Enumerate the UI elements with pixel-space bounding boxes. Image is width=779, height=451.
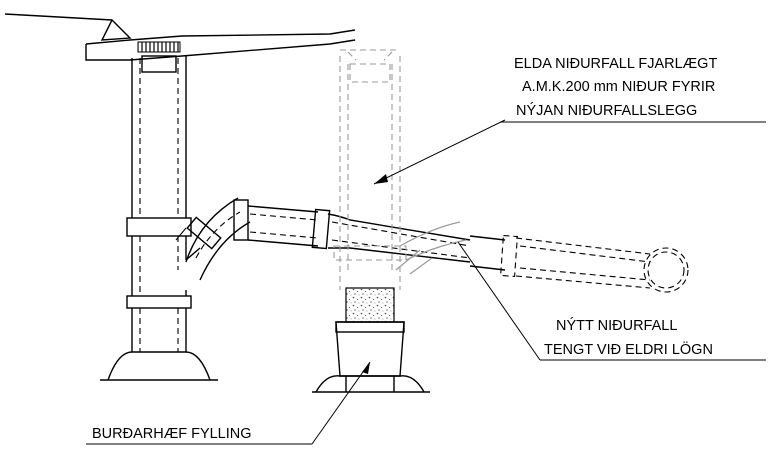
- removed-old-drain: [333, 49, 467, 290]
- leader-new-drain: [457, 241, 766, 361]
- label-old-drain-line3: NÝJAN NIÐURFALLSLEGG: [516, 102, 697, 119]
- label-new-drain-line2: TENGT VIÐ ELDRI LÖGN: [544, 340, 713, 358]
- old-pipe-collar: [335, 321, 405, 333]
- leader-fill: [86, 361, 371, 445]
- old-pipe-section-circle: [643, 247, 689, 293]
- leader-removed: [373, 119, 506, 185]
- label-load-bearing-fill: BURÐARHÆF FYLLING: [92, 426, 252, 442]
- new-sloped-pipe: [247, 205, 651, 289]
- label-old-drain-line2: A.M.K.200 mm NIÐUR FYRIR: [522, 79, 715, 95]
- old-pipe-left-socket: [107, 351, 211, 381]
- label-new-drain-line1: NÝTT NIÐURFALL: [556, 317, 677, 334]
- floor-grate: [137, 41, 181, 53]
- fill-upper: [345, 287, 395, 323]
- new-bend-fitting: [185, 197, 251, 281]
- old-pipe-right-socket: [315, 375, 425, 393]
- floor-slab: [4, 13, 356, 61]
- new-vertical-pipe: [126, 55, 201, 352]
- label-old-drain-line1: ELDA NIÐURFALL FJARLÆGT: [514, 56, 717, 72]
- fill-lower: [335, 321, 405, 377]
- old-pipe-section-inner: [647, 251, 685, 289]
